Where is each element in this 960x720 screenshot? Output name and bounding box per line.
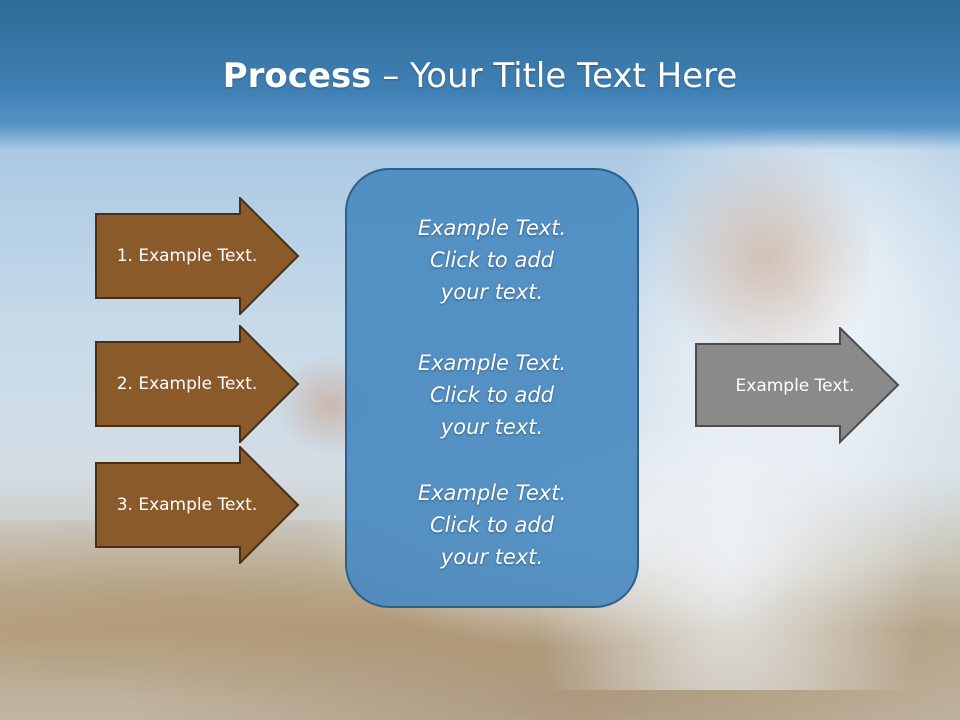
step-arrow-1[interactable]: 1. Example Text.: [95, 197, 300, 315]
step-arrow-3[interactable]: 3. Example Text.: [95, 446, 300, 564]
center-text-2-line-3: your text.: [440, 415, 544, 439]
center-text-1-line-1: Example Text.: [417, 216, 567, 240]
center-text-block-3[interactable]: Example Text. Click to add your text.: [345, 477, 639, 573]
slide-title[interactable]: Process – Your Title Text Here: [0, 54, 960, 98]
center-text-2-line-2: Click to add: [429, 383, 554, 407]
title-bar: [0, 0, 960, 150]
output-arrow-shape: [695, 327, 900, 445]
center-process-box[interactable]: [345, 168, 639, 608]
title-strong: Process: [222, 56, 372, 96]
output-arrow-label: Example Text.: [735, 376, 855, 396]
output-arrow[interactable]: Example Text.: [695, 327, 900, 445]
step-arrow-1-label: 1. Example Text.: [116, 246, 258, 266]
center-text-3-line-2: Click to add: [429, 513, 554, 537]
step-arrow-3-shape: [95, 446, 300, 564]
step-arrow-2-shape: [95, 325, 300, 443]
title-rest: – Your Title Text Here: [371, 56, 738, 96]
center-text-1-line-3: your text.: [440, 280, 544, 304]
step-arrow-1-shape: [95, 197, 300, 315]
step-arrow-2[interactable]: 2. Example Text.: [95, 325, 300, 443]
center-text-3-line-1: Example Text.: [417, 481, 567, 505]
center-text-3-line-3: your text.: [440, 545, 544, 569]
center-text-1-line-2: Click to add: [429, 248, 554, 272]
step-arrow-3-label: 3. Example Text.: [116, 495, 258, 515]
center-text-block-2[interactable]: Example Text. Click to add your text.: [345, 347, 639, 443]
center-text-2-line-1: Example Text.: [417, 351, 567, 375]
center-text-block-1[interactable]: Example Text. Click to add your text.: [345, 212, 639, 308]
step-arrow-2-label: 2. Example Text.: [116, 374, 258, 394]
